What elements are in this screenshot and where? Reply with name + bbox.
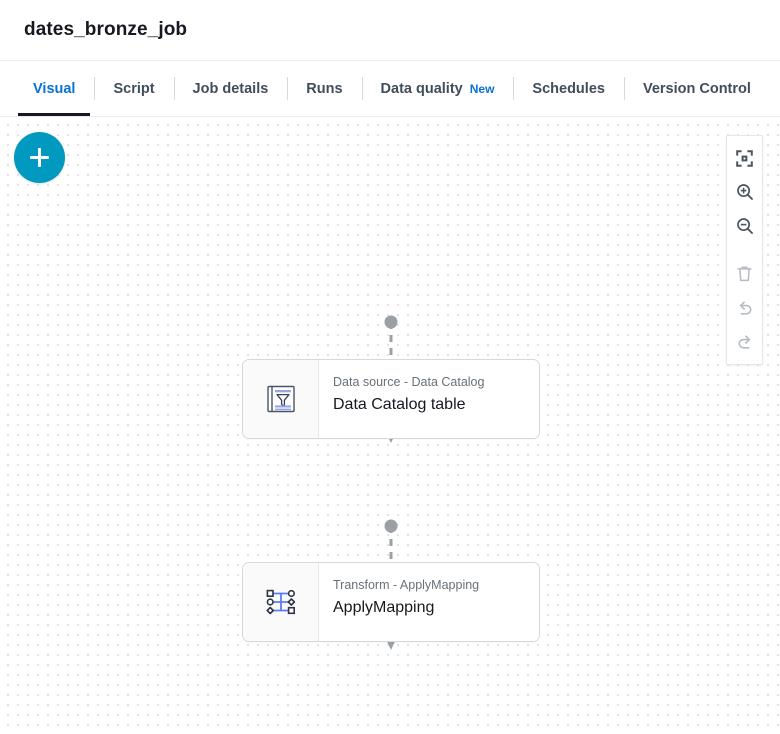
tab-data-quality[interactable]: Data quality New: [361, 61, 514, 116]
delete-button[interactable]: [727, 257, 762, 291]
tab-visual-label: Visual: [33, 80, 76, 97]
node-name-label: Data Catalog table: [333, 396, 466, 413]
node-text: Transform - ApplyMapping ApplyMapping: [319, 563, 539, 641]
job-graph-canvas[interactable]: Data source - Data Catalog Data Catalog …: [0, 118, 780, 734]
trash-icon: [737, 266, 752, 282]
header: dates_bronze_job: [0, 0, 780, 60]
tab-version-control[interactable]: Version Control: [623, 61, 770, 116]
zoom-in-icon: [736, 184, 753, 200]
tab-data-quality-label: Data quality: [380, 80, 463, 97]
undo-icon: [739, 301, 751, 315]
tab-visual[interactable]: Visual: [14, 61, 94, 116]
node-type-label: Transform - ApplyMapping: [333, 578, 480, 592]
tab-version-control-label: Version Control: [642, 80, 751, 97]
node-name-label: ApplyMapping: [333, 599, 435, 616]
graph-node-transform[interactable]: Transform - ApplyMapping ApplyMapping: [242, 562, 540, 642]
zoom-in-button[interactable]: [727, 175, 762, 209]
new-badge: New: [469, 81, 495, 96]
tab-job-details[interactable]: Job details: [173, 61, 288, 116]
canvas-toolbar: [726, 135, 763, 365]
tab-schedules-label: Schedules: [532, 80, 605, 97]
tab-runs[interactable]: Runs: [287, 61, 361, 116]
redo-icon: [738, 335, 750, 349]
node-text: Data source - Data Catalog Data Catalog …: [319, 360, 539, 438]
tab-schedules[interactable]: Schedules: [513, 61, 624, 116]
graph-node-data-source[interactable]: Data source - Data Catalog Data Catalog …: [242, 359, 540, 439]
node-type-label: Data source - Data Catalog: [333, 375, 485, 389]
zoom-out-icon: [736, 218, 753, 234]
tab-script-label: Script: [113, 80, 155, 97]
tab-bar: Visual Script Job details Runs Data qual…: [0, 60, 780, 117]
tab-job-details-label: Job details: [192, 80, 269, 97]
fit-to-screen-icon: [736, 149, 753, 167]
data-catalog-table-icon: [243, 360, 319, 438]
zoom-out-button[interactable]: [727, 209, 762, 243]
add-node-button[interactable]: [14, 132, 65, 183]
plus-icon-vertical: [38, 148, 41, 167]
fit-to-screen-button[interactable]: [727, 141, 762, 175]
tab-script[interactable]: Script: [94, 61, 173, 116]
undo-button[interactable]: [727, 291, 762, 325]
tab-runs-label: Runs: [306, 80, 343, 97]
page-title: dates_bronze_job: [24, 19, 188, 40]
apply-mapping-icon: [243, 563, 319, 641]
redo-button[interactable]: [727, 325, 762, 359]
